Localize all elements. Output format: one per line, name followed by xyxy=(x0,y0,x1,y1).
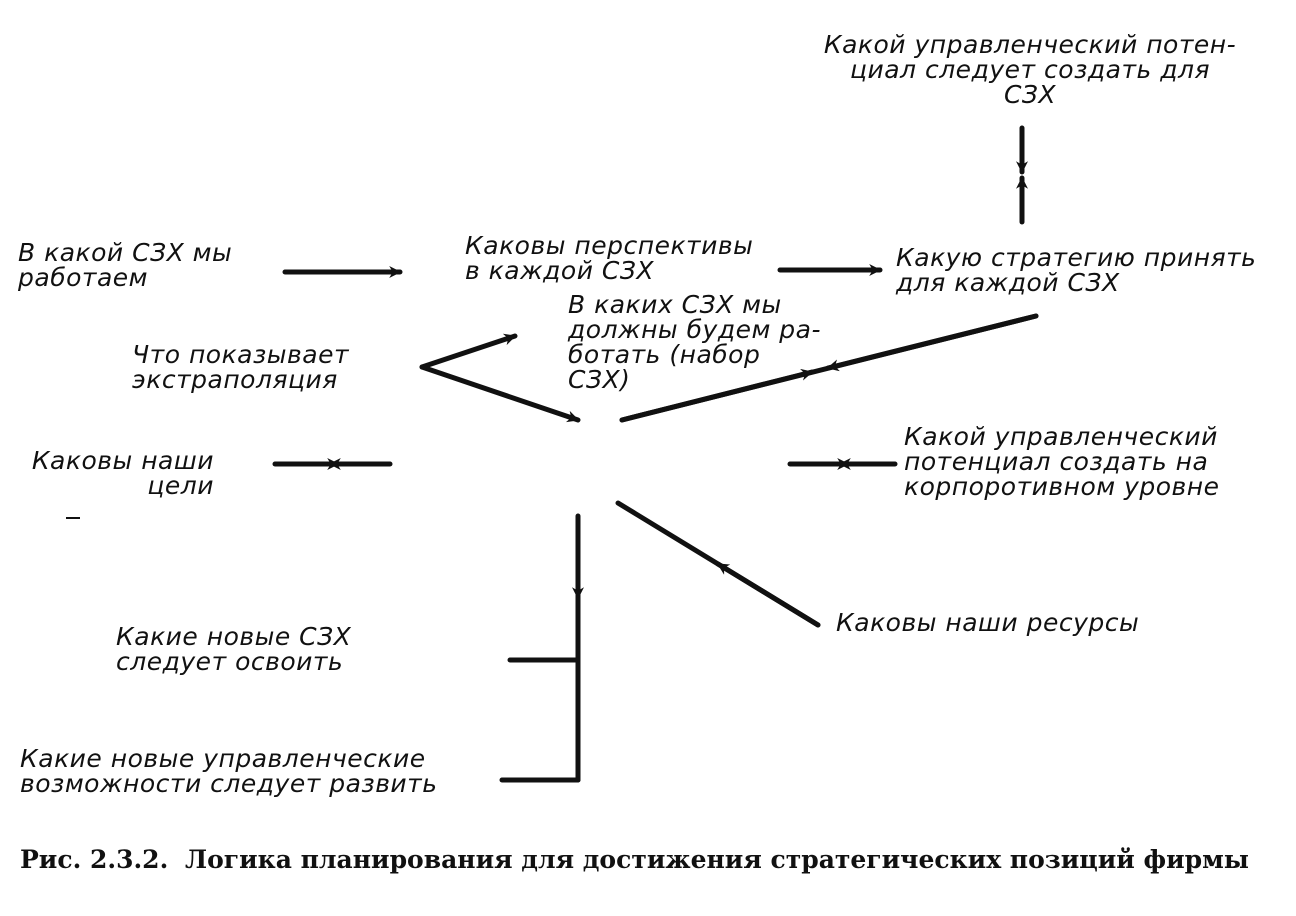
arrow-extrapolation-down xyxy=(419,364,581,423)
node-line: цели xyxy=(147,471,214,500)
node-line: в каждой СЗХ xyxy=(465,256,655,285)
node-line: Какие новые СЗХ xyxy=(116,622,352,651)
arrow-resources-head xyxy=(715,561,821,628)
node-management-potential-szh: Какой управленческий потен- циал следует… xyxy=(800,32,1260,107)
node-line: СЗХ) xyxy=(568,365,631,394)
node-line: СЗХ xyxy=(1003,80,1057,109)
node-line: для каждой СЗХ xyxy=(896,268,1120,297)
node-line: корпоротивном уровне xyxy=(904,472,1220,501)
node-new-capabilities: Какие новые управленческие возможности с… xyxy=(20,746,437,796)
node-our-goals: Каковы наши цели xyxy=(14,448,214,498)
node-szh-set: В каких СЗХ мы должны будем ра- ботать (… xyxy=(568,292,821,392)
arrow-strategy-head-b xyxy=(619,368,815,423)
node-line: ботать (набор xyxy=(568,340,761,369)
node-line: возможности следует развить xyxy=(20,769,438,798)
node-line: циал следует создать для xyxy=(849,55,1211,84)
node-line: В какой СЗХ мы xyxy=(18,238,233,267)
figure-caption: Рис. 2.3.2. Логика планирования для дост… xyxy=(20,845,1282,875)
node-line: Каковы наши xyxy=(31,446,214,475)
node-line: Какую стратегию принять xyxy=(896,243,1257,272)
node-corporate-potential: Какой управленческий потенциал создать н… xyxy=(904,424,1219,499)
node-extrapolation: Что показывает экстраполяция xyxy=(132,342,349,392)
node-line: потенциал создать на xyxy=(904,447,1209,476)
node-line: должны будем ра- xyxy=(568,315,822,344)
figure-caption-text: Логика планирования для достижения страт… xyxy=(185,845,1249,874)
node-line: работаем xyxy=(18,263,149,292)
figure-number: Рис. 2.3.2. xyxy=(20,845,169,874)
node-our-resources: Каковы наши ресурсы xyxy=(836,610,1139,635)
node-new-szh: Какие новые СЗХ следует освоить xyxy=(116,624,351,674)
node-line: Что показывает xyxy=(132,340,350,369)
node-line: Каковы наши ресурсы xyxy=(836,608,1140,637)
node-line: В каких СЗХ мы xyxy=(568,290,782,319)
node-line: Какие новые управленческие xyxy=(20,744,426,773)
node-line: экстраполяция xyxy=(132,365,338,394)
arrow-strategy-head-a xyxy=(825,313,1039,372)
arrow-extrapolation-up xyxy=(419,333,518,370)
node-prospects-each-szh: Каковы перспективы в каждой СЗХ xyxy=(465,233,753,283)
node-strategy-each-szh: Какую стратегию принять для каждой СЗХ xyxy=(896,245,1256,295)
node-line: Каковы перспективы xyxy=(465,231,754,260)
node-line: следует освоить xyxy=(116,647,344,676)
node-which-szh-we-work: В какой СЗХ мы работаем xyxy=(18,240,232,290)
node-line: Какой управленческий xyxy=(904,422,1218,451)
node-line: Какой управленческий потен- xyxy=(823,30,1237,59)
